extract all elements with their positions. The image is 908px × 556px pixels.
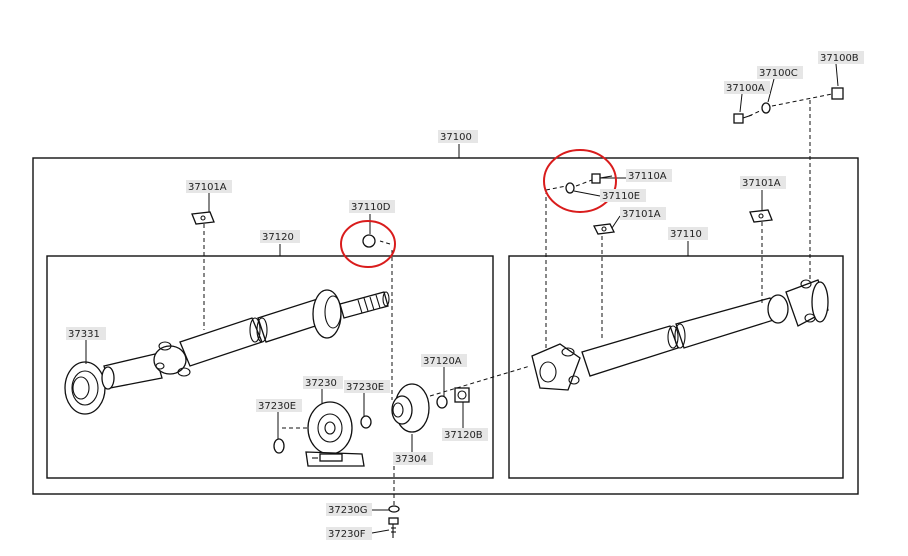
grease-fitting-37101a-left <box>191 211 215 225</box>
svg-text:37110: 37110 <box>670 229 702 240</box>
svg-text:37230G: 37230G <box>328 505 368 516</box>
svg-text:37101A: 37101A <box>622 209 661 220</box>
svg-text:37100B: 37100B <box>820 53 859 64</box>
svg-text:37331: 37331 <box>68 329 100 340</box>
svg-text:37110D: 37110D <box>351 202 391 213</box>
svg-text:37101A: 37101A <box>742 178 781 189</box>
svg-text:37120A: 37120A <box>423 356 462 367</box>
label-37100a: 37100A <box>724 81 770 94</box>
highlight-circle-37110d <box>340 220 396 268</box>
label-37230g: 37230G <box>326 503 372 516</box>
svg-text:37230: 37230 <box>305 378 337 389</box>
washer-37230e-right <box>360 415 372 429</box>
label-37110a: 37110A <box>626 169 672 182</box>
flange-37304 <box>391 383 430 433</box>
svg-text:37230F: 37230F <box>328 529 366 540</box>
svg-text:37100C: 37100C <box>759 68 798 79</box>
front-propeller-shaft <box>531 279 829 391</box>
svg-text:37100A: 37100A <box>726 83 765 94</box>
svg-text:37120: 37120 <box>262 232 294 243</box>
bolt-37230f <box>388 517 399 538</box>
label-37304: 37304 <box>393 452 433 465</box>
subframe-37120 <box>46 255 494 479</box>
svg-text:37101A: 37101A <box>188 182 227 193</box>
washer-37230g <box>388 505 400 513</box>
label-37100b: 37100B <box>818 51 864 64</box>
label-37100: 37100 <box>438 130 478 143</box>
svg-text:37230E: 37230E <box>258 401 296 412</box>
label-37120a: 37120A <box>421 354 467 367</box>
washer-37120a <box>436 395 448 409</box>
washer-37100c <box>761 102 771 114</box>
svg-text:37100: 37100 <box>440 132 472 143</box>
label-37100c: 37100C <box>757 66 803 79</box>
svg-text:37230E: 37230E <box>346 382 384 393</box>
center-support-bearing <box>305 401 365 467</box>
svg-text:37110E: 37110E <box>602 191 640 202</box>
rear-propeller-shaft <box>64 289 390 415</box>
label-37120: 37120 <box>260 230 300 243</box>
nut-37110d <box>362 234 376 248</box>
label-37101a-right: 37101A <box>740 176 786 189</box>
washer-37230e-left <box>273 438 285 454</box>
washer-37110e <box>565 182 575 194</box>
label-37331: 37331 <box>66 327 106 340</box>
svg-text:37304: 37304 <box>395 454 427 465</box>
grease-fitting-37101a-right <box>749 209 773 223</box>
subframe-37110 <box>508 255 844 479</box>
label-37110: 37110 <box>668 227 708 240</box>
label-37230e-right: 37230E <box>344 380 390 393</box>
label-37230f: 37230F <box>326 527 372 540</box>
assembly-frame-37100 <box>32 157 859 495</box>
label-37110e: 37110E <box>600 189 646 202</box>
label-37120b: 37120B <box>442 428 488 441</box>
label-37230: 37230 <box>303 376 343 389</box>
label-37101a-mid: 37101A <box>620 207 666 220</box>
svg-text:37120B: 37120B <box>444 430 483 441</box>
nut-37100b <box>831 87 844 100</box>
label-37230e-left: 37230E <box>256 399 302 412</box>
nut-37120b <box>454 387 470 403</box>
grease-fitting-37101a-mid <box>593 223 615 235</box>
label-37101a-left: 37101A <box>186 180 232 193</box>
highlight-circle-37110a <box>543 149 617 213</box>
svg-text:37110A: 37110A <box>628 171 667 182</box>
label-37110d: 37110D <box>349 200 395 213</box>
